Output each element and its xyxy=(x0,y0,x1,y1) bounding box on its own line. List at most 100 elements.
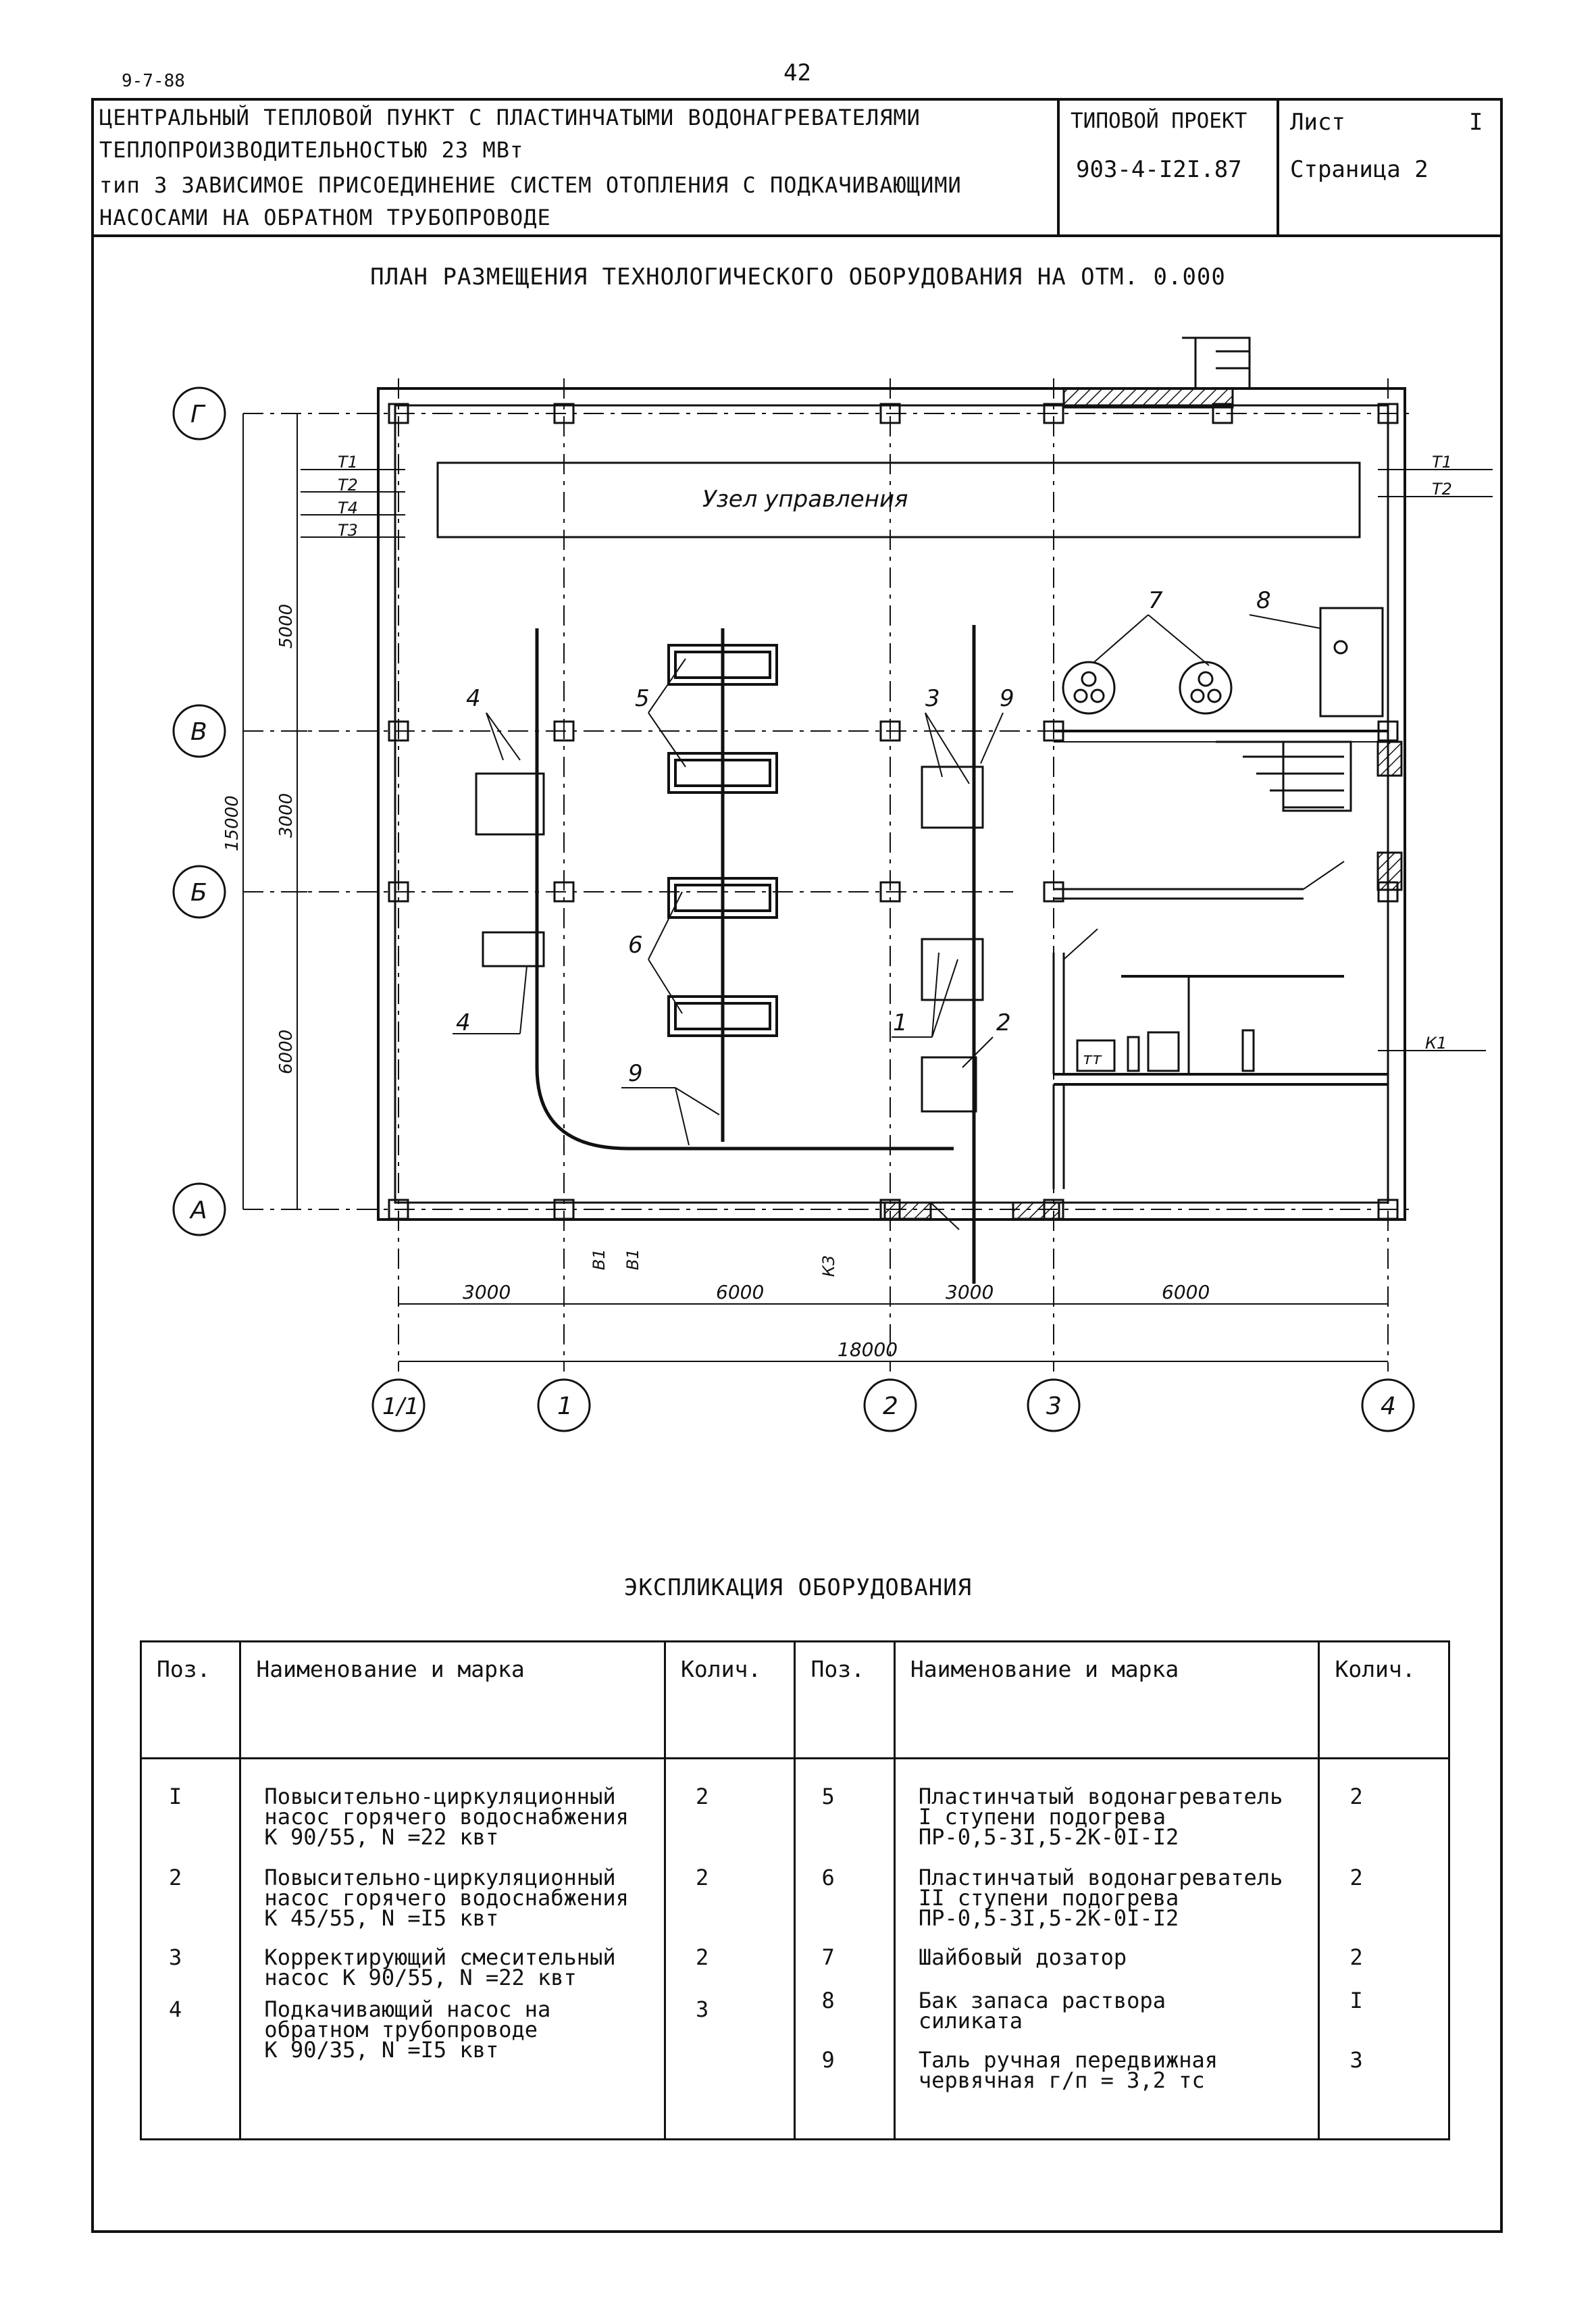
floor-plan: Узел управления Г В Б А 1/1 1 2 3 4 Т1 Т… xyxy=(172,336,1493,1432)
pos-9: 9 xyxy=(821,2047,835,2073)
name-1-line-1: Повысительно-циркуляционный xyxy=(264,1784,616,1809)
name-2-line-3: К 45/55, N =I5 квт xyxy=(264,1905,499,1931)
axis-3: 3 xyxy=(1046,1392,1062,1420)
header-qty-left: Колич. xyxy=(663,1640,796,1759)
dim-6000-v: 6000 xyxy=(276,1030,297,1074)
name-4-line-2: обратном трубопроводе xyxy=(264,2017,538,2042)
axis-2: 2 xyxy=(883,1392,898,1420)
name-4: Подкачивающий насос на обратном трубопро… xyxy=(264,1998,550,2063)
qty-5: 2 xyxy=(1349,1784,1363,1809)
name-7-line-1: Шайбовый дозатор xyxy=(918,1944,1127,1970)
stair-right xyxy=(1216,740,1352,812)
stair-top xyxy=(1182,336,1251,388)
axis-V: В xyxy=(190,718,207,746)
qty-3: 2 xyxy=(695,1944,709,1970)
qty-6: 2 xyxy=(1349,1865,1363,1890)
pos-6: 6 xyxy=(821,1865,835,1890)
title-line-3: тип 3 ЗАВИСИМОЕ ПРИСОЕДИНЕНИЕ СИСТЕМ ОТО… xyxy=(99,172,962,198)
callout-1: 1 xyxy=(893,1009,908,1036)
title-line-4: НАСОСАМИ НА ОБРАТНОМ ТРУБОПРОВОДЕ xyxy=(99,205,551,230)
name-2-line-1: Повысительно-циркуляционный xyxy=(264,1865,616,1890)
name-3: Корректирующий смесительный насос К 90/5… xyxy=(264,1946,615,1988)
name-6-line-3: ПР-0,5-3I,5-2К-0I-I2 xyxy=(918,1905,1179,1931)
dim-6000-a: 6000 xyxy=(716,1281,764,1303)
name-6: Пластинчатый водонагреватель II ступени … xyxy=(918,1865,1283,1931)
outer-wall xyxy=(377,387,1406,1221)
name-9: Таль ручная передвижная червячная г/п = … xyxy=(918,2049,1218,2093)
hatched-lintel xyxy=(1062,387,1234,409)
pipe-v1-b: В1 xyxy=(623,1249,642,1270)
pipe-t1-right: Т1 xyxy=(1432,453,1452,472)
name-2: Повысительно-циркуляционный насос горяче… xyxy=(264,1865,629,1931)
header-qty-right: Колич. xyxy=(1318,1640,1450,1759)
pos-5: 5 xyxy=(821,1784,835,1809)
callout-2: 2 xyxy=(996,1009,1011,1036)
callout-4-top: 4 xyxy=(466,685,481,712)
control-unit xyxy=(436,461,1361,538)
header-pos-right: Поз. xyxy=(794,1640,896,1759)
qty-9: 3 xyxy=(1349,2047,1363,2073)
title-line-1: ЦЕНТРАЛЬНЫЙ ТЕПЛОВОЙ ПУНКТ С ПЛАСТИНЧАТЫ… xyxy=(99,105,921,130)
table-title: ЭКСПЛИКАЦИЯ ОБОРУДОВАНИЯ xyxy=(623,1574,973,1601)
callout-8: 8 xyxy=(1256,587,1271,614)
axis-4: 4 xyxy=(1381,1392,1396,1420)
qty-4: 3 xyxy=(695,1996,709,2022)
sheet-label: Лист xyxy=(1290,109,1345,136)
axis-A: А xyxy=(189,1197,207,1224)
header-name-left: Наименование и марка xyxy=(239,1640,666,1759)
qty-2: 2 xyxy=(695,1865,709,1890)
pipe-t2-right: Т2 xyxy=(1432,480,1452,499)
callout-9-bottom: 9 xyxy=(628,1060,643,1087)
sheet-frame xyxy=(91,98,1503,2233)
sheet-value: I xyxy=(1469,109,1483,136)
name-1-line-3: К 90/55, N =22 квт xyxy=(264,1824,499,1850)
axis-1: 1 xyxy=(557,1392,573,1420)
dim-15000: 15000 xyxy=(222,795,242,851)
header-name-right: Наименование и марка xyxy=(893,1640,1320,1759)
body-qty-left: 2 2 2 3 xyxy=(663,1757,796,2140)
table-header-row: Поз. Наименование и марка Колич. Поз. На… xyxy=(139,1640,1450,1759)
pipe-t2-left: Т2 xyxy=(338,476,358,495)
name-5-line-1: Пластинчатый водонагреватель xyxy=(918,1784,1283,1809)
name-5-line-3: ПР-0,5-3I,5-2К-0I-I2 xyxy=(918,1824,1179,1850)
pos-2: 2 xyxy=(169,1865,182,1890)
name-6-line-1: Пластинчатый водонагреватель xyxy=(918,1865,1283,1890)
name-9-line-2: червячная г/п = 3,2 тс xyxy=(918,2067,1205,2093)
callout-9-top: 9 xyxy=(1000,685,1014,712)
document-code: 9-7-88 xyxy=(122,71,185,91)
equipment-table: Поз. Наименование и марка Колич. Поз. На… xyxy=(139,1640,1450,2140)
dim-5000: 5000 xyxy=(276,604,297,649)
callout-3: 3 xyxy=(925,685,940,712)
callout-4-bottom: 4 xyxy=(456,1009,471,1036)
qty-8: I xyxy=(1349,1988,1363,2013)
title-divider-2 xyxy=(1277,98,1279,234)
page-label: Страница 2 xyxy=(1290,156,1428,183)
name-6-line-2: II ступени подогрева xyxy=(918,1885,1179,1911)
name-1-line-2: насос горячего водоснабжения xyxy=(264,1804,629,1830)
pipe-t3-left: Т3 xyxy=(338,521,358,540)
name-5-line-2: I ступени подогрева xyxy=(918,1804,1166,1830)
page-number: 42 xyxy=(783,59,811,86)
name-4-line-3: К 90/35, N =I5 квт xyxy=(264,2037,499,2063)
dim-3000-b: 3000 xyxy=(946,1281,994,1303)
pipe-v1-a: В1 xyxy=(590,1249,609,1270)
qty-1: 2 xyxy=(695,1784,709,1809)
pos-4: 4 xyxy=(169,1996,182,2022)
dim-6000-b: 6000 xyxy=(1162,1281,1210,1303)
dim-3000-a: 3000 xyxy=(463,1281,511,1303)
name-2-line-2: насос горячего водоснабжения xyxy=(264,1885,629,1911)
body-pos-right: 5 6 7 8 9 xyxy=(794,1757,896,2140)
pipe-t4-left: Т4 xyxy=(338,499,358,518)
plan-title: ПЛАН РАЗМЕЩЕНИЯ ТЕХНОЛОГИЧЕСКОГО ОБОРУДО… xyxy=(370,263,1226,291)
control-unit-label: Узел управления xyxy=(702,486,908,513)
project-number: 903-4-I2I.87 xyxy=(1076,156,1242,183)
body-name-right: Пластинчатый водонагреватель I ступени п… xyxy=(893,1757,1320,2140)
pos-1: I xyxy=(169,1784,182,1809)
qty-7: 2 xyxy=(1349,1944,1363,1970)
axis-B: Б xyxy=(190,879,207,907)
name-1: Повысительно-циркуляционный насос горяче… xyxy=(264,1784,629,1850)
callout-6: 6 xyxy=(628,932,643,959)
header-pos-left: Поз. xyxy=(139,1640,242,1759)
body-name-left: Повысительно-циркуляционный насос горяче… xyxy=(239,1757,666,2140)
pipe-t1-left: Т1 xyxy=(338,453,358,472)
